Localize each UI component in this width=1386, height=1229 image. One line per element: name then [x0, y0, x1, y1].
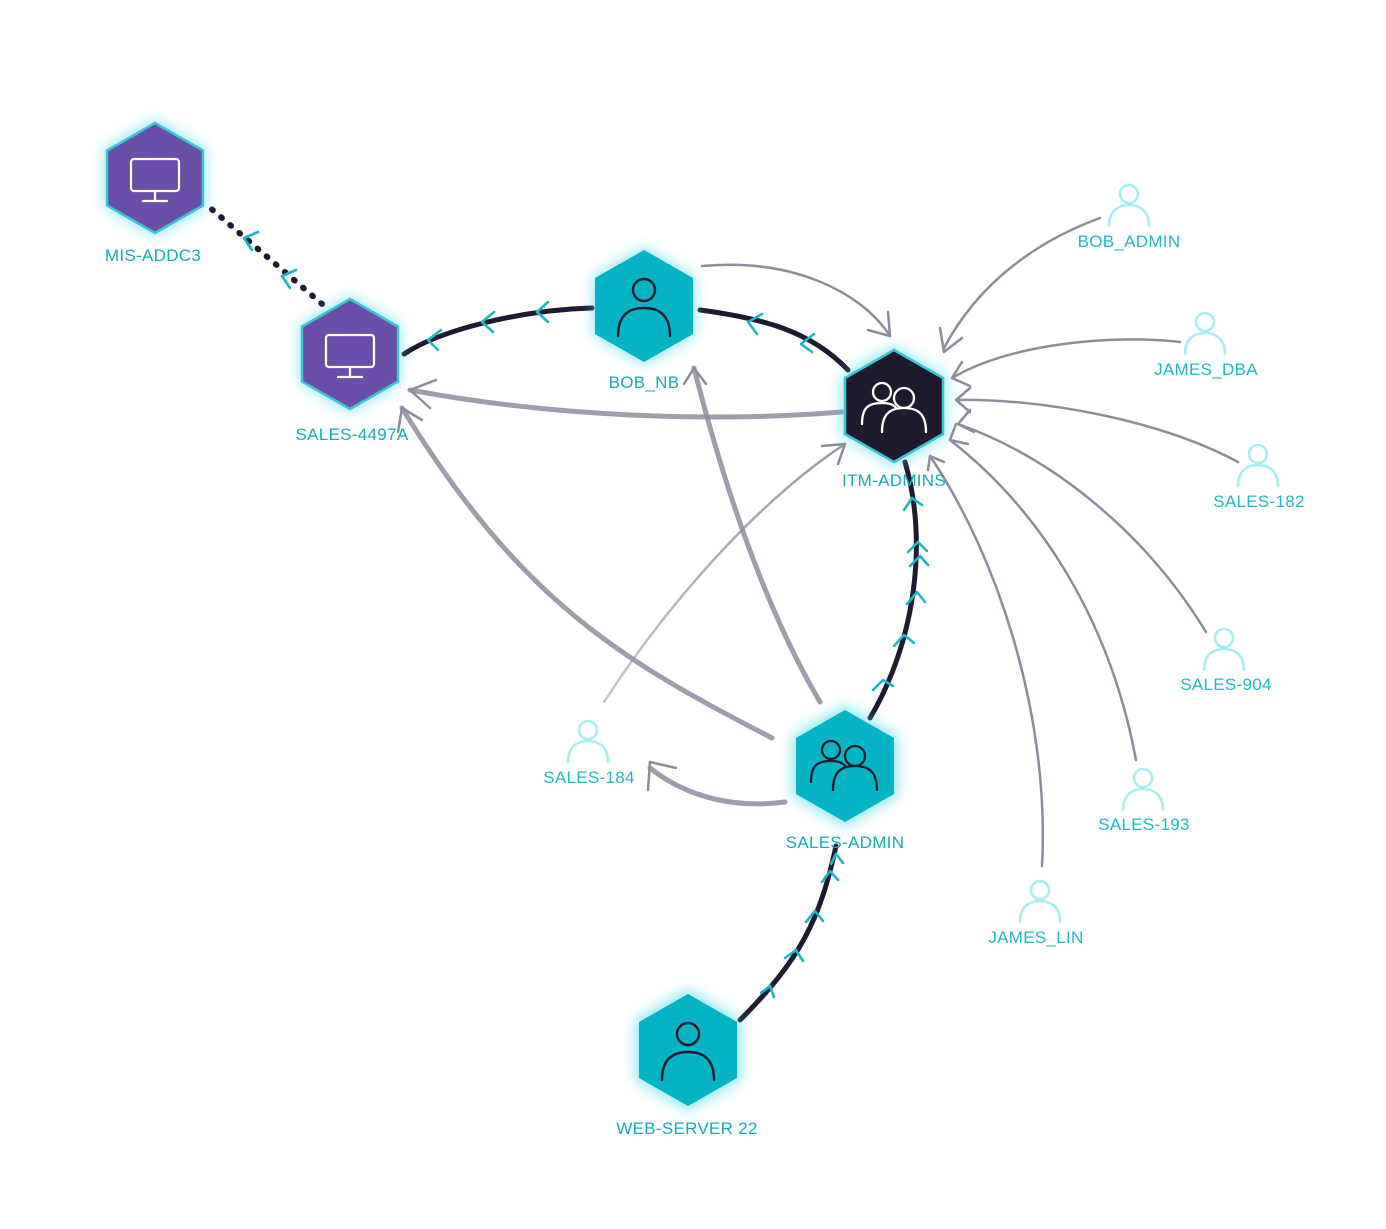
- edge-sales-admin-to-bob-nb[interactable]: [691, 365, 823, 705]
- node-label-sales-4497a: SALES-4497A: [295, 425, 409, 444]
- edge-arrowheads-gray: [396, 310, 976, 792]
- node-james-dba-icon[interactable]: [1183, 311, 1227, 356]
- arrowhead-james-dba-itm-admins: [950, 360, 972, 388]
- node-label-sales-904: SALES-904: [1180, 675, 1272, 694]
- monitor-icon: [129, 157, 181, 203]
- node-label-sales-admin: SALES-ADMIN: [785, 833, 905, 852]
- user-icon: [660, 1021, 716, 1082]
- arrowhead-bob-admin-itm-admins: [938, 326, 964, 354]
- users-icon: [809, 739, 879, 792]
- arrowhead-sales-182-itm-admins: [954, 386, 972, 414]
- arrowhead-sales-184-itm-admins: [820, 442, 847, 466]
- node-label-sales-193: SALES-193: [1098, 815, 1190, 834]
- edge-bob-nb-to-itm-admins[interactable]: [700, 263, 892, 338]
- edge-sales-182-to-itm-admins[interactable]: [954, 398, 1240, 464]
- node-mis-addc3[interactable]: [105, 120, 205, 236]
- edge-itm-admins-to-sales-4497a[interactable]: [407, 387, 845, 420]
- edge-bob-admin-to-itm-admins[interactable]: [942, 216, 1102, 350]
- edge-sales-admin-to-itm-admins[interactable]: [867, 459, 919, 721]
- path-direction-chevrons: [242, 230, 930, 999]
- node-label-bob-admin: BOB_ADMIN: [1077, 232, 1181, 251]
- arrowhead-sales-193-itm-admins: [948, 422, 970, 446]
- node-sales-193-icon[interactable]: [1121, 767, 1165, 812]
- edge-bob-nb-to-sales-4497a[interactable]: [401, 305, 595, 357]
- edge-sales-184-to-itm-admins[interactable]: [602, 442, 847, 704]
- edge-sales-admin-to-sales-4497a[interactable]: [399, 405, 775, 741]
- node-label-sales-182: SALES-182: [1213, 492, 1305, 511]
- node-sales-4497a[interactable]: [300, 296, 400, 412]
- faint-user-nodes: [566, 183, 1280, 924]
- node-sales-182-icon[interactable]: [1236, 443, 1280, 488]
- edge-sales-admin-to-sales-184[interactable]: [647, 765, 788, 807]
- node-bob-nb[interactable]: [594, 248, 694, 364]
- node-label-bob-nb: BOB_NB: [608, 373, 680, 392]
- arrowhead-james-lin-itm-admins: [926, 454, 946, 472]
- node-sales-904-icon[interactable]: [1202, 627, 1246, 672]
- arrowhead-sales-904-itm-admins: [956, 408, 976, 434]
- arrowhead-sales-admin-sales-4497a: [396, 406, 424, 434]
- edge-itm-admins-to-bob-nb[interactable]: [697, 307, 851, 373]
- arrowhead-sales-admin-sales-184: [646, 760, 678, 792]
- arrowhead-itm-admins-sales-4497a: [408, 378, 438, 410]
- node-sales-admin[interactable]: [793, 706, 897, 826]
- edge-layer-gray: [399, 216, 1240, 868]
- node-james-lin-icon[interactable]: [1018, 879, 1062, 924]
- node-sales-184-icon[interactable]: [566, 719, 610, 764]
- edge-james-lin-to-itm-admins[interactable]: [928, 454, 1045, 868]
- arrowhead-bob-nb-itm-admins: [866, 310, 892, 338]
- node-label-james-lin: JAMES_LIN: [988, 928, 1084, 947]
- edge-sales-4497a-to-mis-addc3[interactable]: [205, 203, 325, 307]
- node-itm-admins[interactable]: [842, 346, 946, 466]
- users-icon: [860, 381, 928, 434]
- edge-james-dba-to-itm-admins[interactable]: [950, 338, 1182, 380]
- edge-sales-193-to-itm-admins[interactable]: [948, 438, 1138, 762]
- user-icon: [616, 277, 672, 338]
- edge-web-server-22-to-sales-admin[interactable]: [737, 843, 839, 1023]
- node-label-mis-addc3: MIS-ADDC3: [104, 246, 202, 265]
- node-label-web-server-22: WEB-SERVER 22: [616, 1119, 758, 1138]
- node-label-james-dba: JAMES_DBA: [1154, 360, 1258, 379]
- monitor-icon: [324, 333, 376, 379]
- node-label-sales-184: SALES-184: [543, 768, 635, 787]
- arrowhead-sales-admin-bob-nb: [682, 366, 708, 386]
- node-web-server-22[interactable]: [636, 990, 740, 1110]
- node-bob-admin-icon[interactable]: [1107, 183, 1151, 228]
- edge-sales-904-to-itm-admins[interactable]: [956, 422, 1208, 634]
- node-label-itm-admins: ITM-ADMINS: [841, 471, 947, 490]
